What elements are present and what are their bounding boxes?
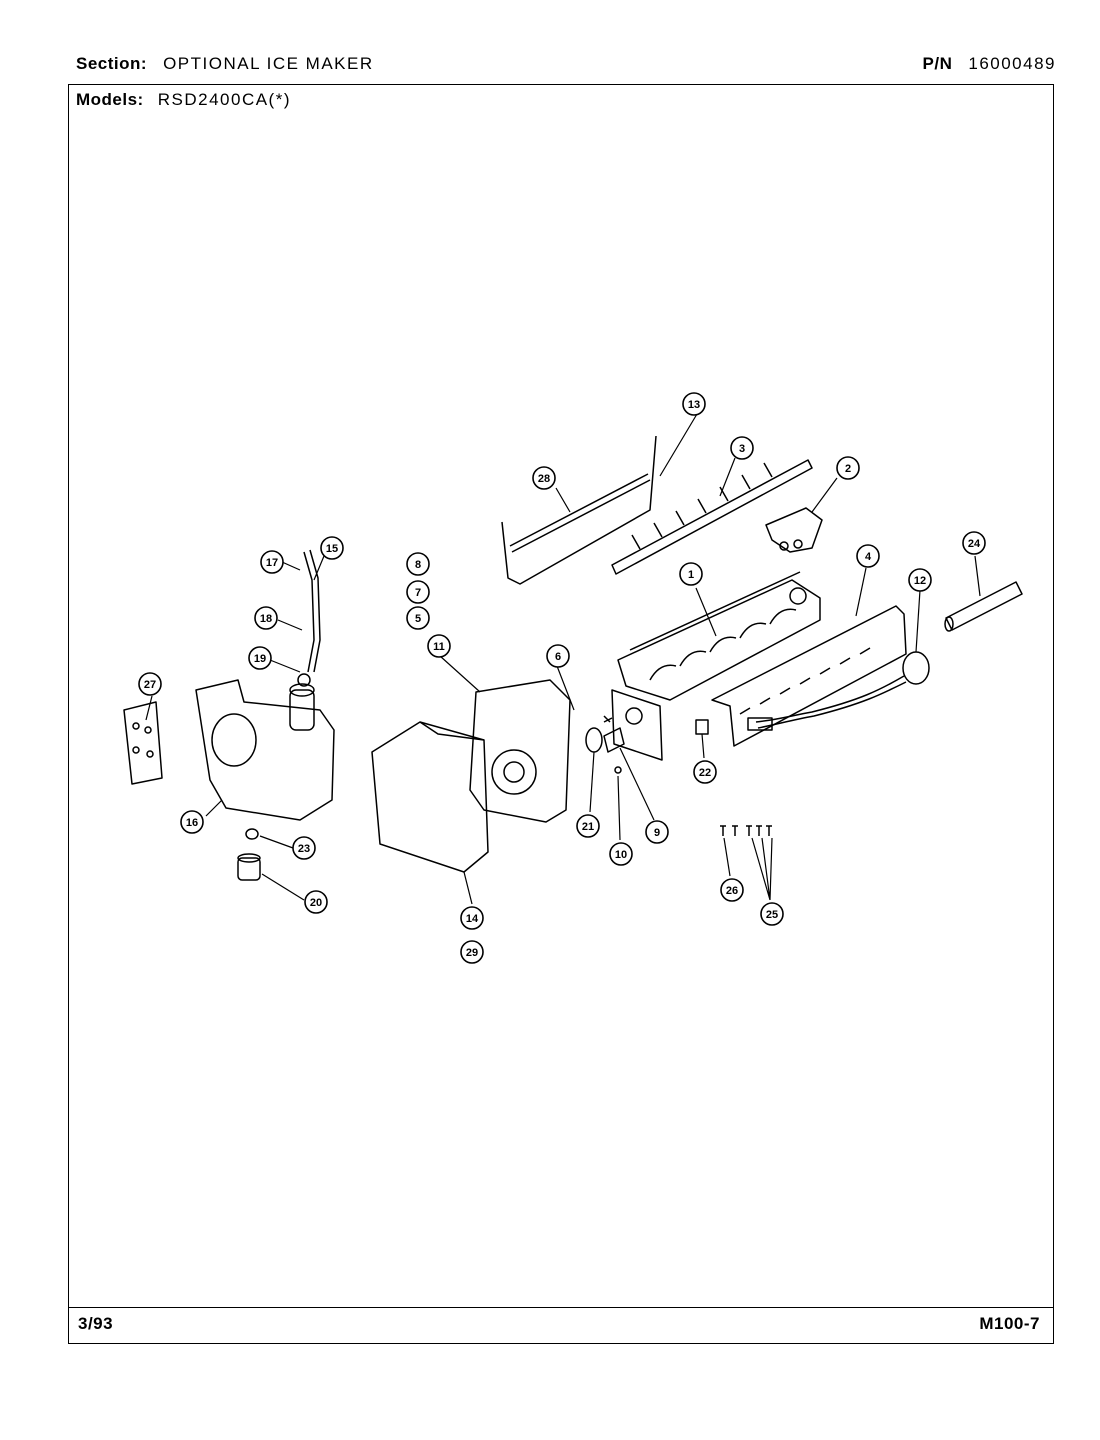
svg-text:19: 19: [254, 653, 266, 665]
callout-28: 28: [532, 466, 556, 490]
callout-20: 20: [304, 890, 328, 914]
footer-date: 3/93: [78, 1314, 114, 1333]
callout-3: 3: [730, 436, 754, 460]
housing-drawing: [711, 605, 907, 747]
callout-10: 10: [609, 842, 633, 866]
harness-drawing: [747, 651, 930, 731]
valve-plate-drawing: [123, 701, 163, 785]
part-number-heading: P/N 16000489: [923, 54, 1056, 74]
svg-text:21: 21: [582, 821, 594, 833]
callout-4: 4: [856, 544, 880, 568]
svg-text:25: 25: [766, 909, 778, 921]
callout-27: 27: [138, 672, 162, 696]
callout-6: 6: [546, 644, 570, 668]
callout-2: 2: [836, 456, 860, 480]
callout-9: 9: [645, 820, 669, 844]
control-housing-drawing: [469, 679, 571, 823]
water-valve-drawing: [195, 679, 335, 821]
svg-text:13: 13: [688, 399, 700, 411]
section-label: Section:: [76, 54, 148, 73]
svg-text:10: 10: [615, 849, 627, 861]
gear-switch-drawing: [585, 715, 709, 774]
svg-text:2: 2: [845, 463, 851, 475]
callout-5: 5: [406, 606, 430, 630]
svg-text:24: 24: [968, 538, 981, 550]
footer-divider: [68, 1307, 1054, 1308]
callout-26: 26: [720, 878, 744, 902]
callout-25: 25: [760, 902, 784, 926]
callout-1: 1: [679, 562, 703, 586]
svg-text:12: 12: [914, 575, 926, 587]
svg-text:4: 4: [865, 551, 872, 563]
mold-drawing: [611, 571, 821, 761]
callout-21: 21: [576, 814, 600, 838]
footer-code: M100-7: [979, 1314, 1040, 1333]
fill-tube-drawing: [297, 549, 321, 687]
svg-text:29: 29: [466, 947, 478, 959]
callout-29: 29: [460, 940, 484, 964]
svg-text:15: 15: [326, 543, 338, 555]
pn-value: 16000489: [968, 54, 1056, 73]
svg-text:14: 14: [466, 913, 479, 925]
svg-text:20: 20: [310, 897, 322, 909]
callout-24: 24: [962, 531, 986, 555]
models-label: Models:: [76, 90, 144, 109]
svg-text:28: 28: [538, 473, 550, 485]
callout-13: 13: [682, 392, 706, 416]
callout-14: 14: [460, 906, 484, 930]
models-value: RSD2400CA(*): [157, 90, 291, 109]
svg-text:26: 26: [726, 885, 738, 897]
svg-text:11: 11: [433, 641, 445, 653]
diagram-frame: [68, 84, 1054, 1344]
ejector-drawing: [611, 459, 813, 575]
pn-label: P/N: [922, 54, 953, 73]
callout-19: 19: [248, 646, 272, 670]
tube-drawing: [944, 581, 1023, 632]
callout-11: 11: [427, 634, 451, 658]
svg-text:27: 27: [144, 679, 156, 691]
svg-text:5: 5: [415, 613, 421, 625]
models-line: Models: RSD2400CA(*): [76, 90, 291, 110]
svg-text:8: 8: [415, 559, 421, 571]
svg-text:6: 6: [555, 651, 561, 663]
cover-drawing: [371, 721, 489, 873]
callout-23: 23: [292, 836, 316, 860]
callout-18: 18: [254, 606, 278, 630]
svg-text:9: 9: [654, 827, 660, 839]
svg-text:22: 22: [699, 767, 711, 779]
callout-8: 8: [406, 552, 430, 576]
section-title: OPTIONAL ICE MAKER: [163, 54, 374, 73]
callout-17: 17: [260, 550, 284, 574]
callout-12: 12: [908, 568, 932, 592]
svg-text:16: 16: [186, 817, 198, 829]
svg-text:23: 23: [298, 843, 310, 855]
callout-15: 15: [320, 536, 344, 560]
callout-16: 16: [180, 810, 204, 834]
callout-22: 22: [693, 760, 717, 784]
svg-text:7: 7: [415, 587, 421, 599]
section-heading: Section: OPTIONAL ICE MAKER: [76, 54, 374, 74]
svg-text:17: 17: [266, 557, 278, 569]
screws-drawing: [720, 825, 772, 836]
bracket-drawing: [765, 507, 823, 553]
shutoff-arm-drawing: [501, 435, 657, 585]
callout-7: 7: [406, 580, 430, 604]
svg-text:1: 1: [688, 569, 694, 581]
svg-text:3: 3: [739, 443, 745, 455]
fitting-drawing: [237, 828, 261, 881]
svg-text:18: 18: [260, 613, 272, 625]
callout-labels: 1 2 3 4 5 6 7 8 9 10 11 12 13 14 15 16 1…: [138, 392, 986, 964]
